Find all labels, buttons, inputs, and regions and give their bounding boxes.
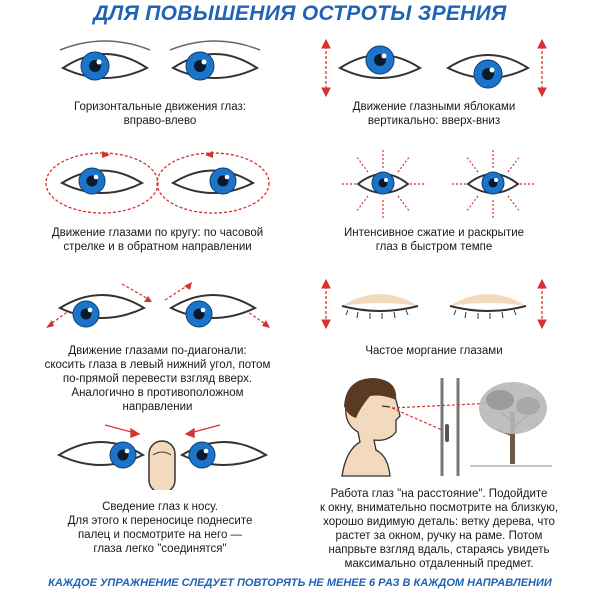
- caption-convergence: Сведение глаз к носу.Для этого к перенос…: [67, 501, 253, 555]
- left-eye-icon: [59, 40, 151, 81]
- vertical-eyes-illustration: [321, 38, 547, 98]
- caption-diagonal: Движение глазами по-диагонали:скосить гл…: [44, 345, 271, 413]
- diagonal-eyes-illustration: [46, 282, 270, 328]
- squeeze-eyes-illustration: [342, 150, 534, 218]
- page-title: ДЛЯ ПОВЫШЕНИЯ ОСТРОТЫ ЗРЕНИЯ: [93, 2, 507, 25]
- circular-eyes-illustration: [45, 151, 270, 214]
- footer-note: КАЖДОЕ УПРАЖНЕНИЕ СЛЕДУЕТ ПОВТОРЯТЬ НЕ М…: [48, 577, 552, 589]
- horizontal-eyes-illustration: [59, 40, 261, 81]
- distance-focus-illustration: [341, 378, 552, 477]
- convergence-eyes-illustration: [56, 424, 269, 490]
- caption-horizontal: Горизонтальные движения глаз:вправо-влев…: [74, 101, 246, 127]
- caption-blinking: Частое моргание глазами: [365, 345, 503, 357]
- blinking-eyes-illustration: [321, 278, 547, 330]
- right-eye-icon: [169, 40, 261, 81]
